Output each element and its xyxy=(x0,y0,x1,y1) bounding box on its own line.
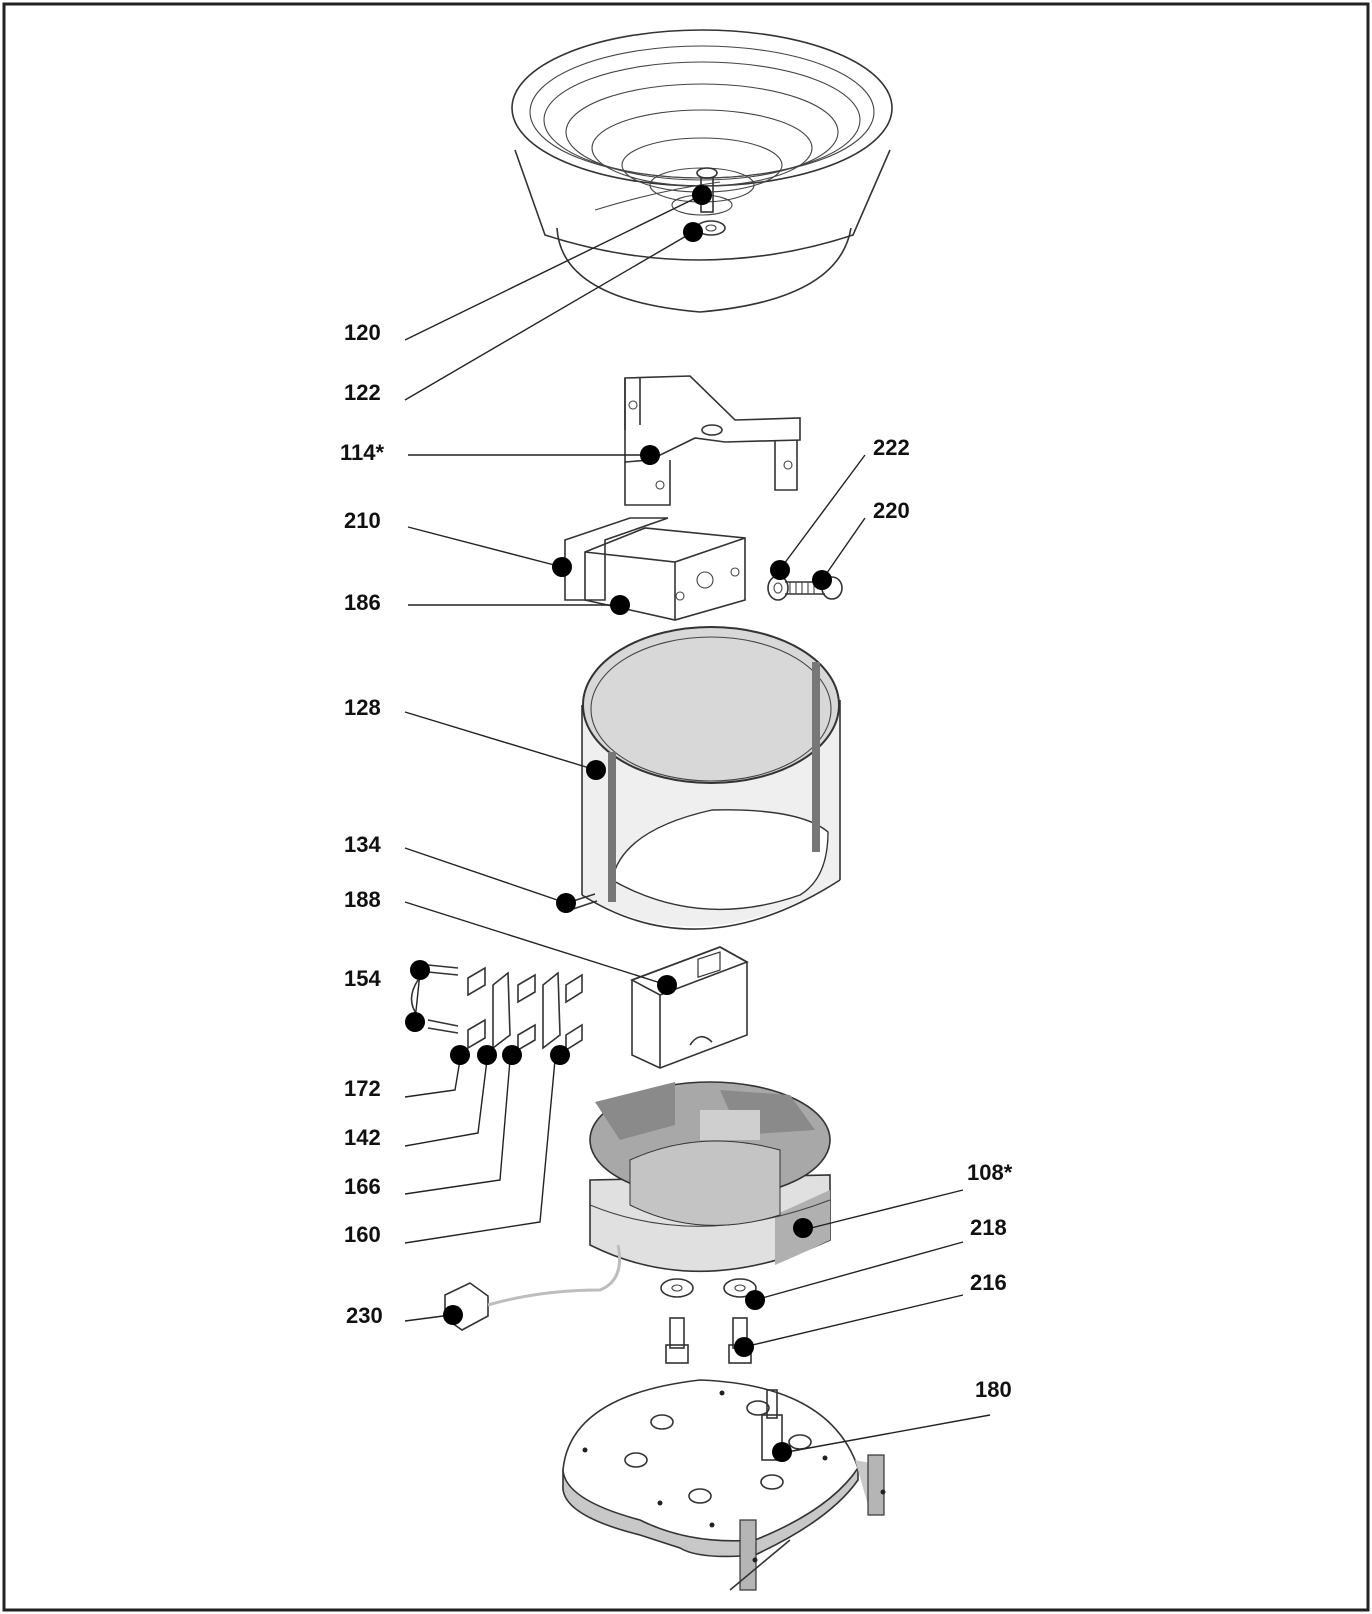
coil-block-part xyxy=(564,517,746,621)
part-label-188: 188 xyxy=(344,887,381,912)
part-label-128: 128 xyxy=(344,695,381,720)
callout-dot-210 xyxy=(552,557,572,577)
part-label-160: 160 xyxy=(344,1222,381,1247)
part-label-230: 230 xyxy=(346,1303,383,1328)
part-label-120: 120 xyxy=(344,320,381,345)
callout-dot-166 xyxy=(502,1045,522,1065)
part-label-114: 114* xyxy=(340,440,384,465)
callout-dot-218 xyxy=(745,1290,765,1310)
part-label-108: 108* xyxy=(967,1160,1013,1185)
spring-pack-part xyxy=(410,964,583,1052)
callout-dot-108 xyxy=(793,1218,813,1238)
part-label-142: 142 xyxy=(344,1125,381,1150)
part-label-216: 216 xyxy=(970,1270,1007,1295)
part-label-172: 172 xyxy=(344,1076,381,1101)
bowl-part xyxy=(511,29,893,313)
callout-dot-154b xyxy=(405,1012,425,1032)
part-label-180: 180 xyxy=(975,1377,1012,1402)
part-label-218: 218 xyxy=(970,1215,1007,1240)
callout-dot-120 xyxy=(692,185,712,205)
part-label-166: 166 xyxy=(344,1174,381,1199)
callout-dot-216 xyxy=(734,1337,754,1357)
spring-bracket-part xyxy=(624,375,801,506)
sensor-cable-part xyxy=(444,1244,621,1331)
callout-dot-172 xyxy=(450,1045,470,1065)
callout-dot-180 xyxy=(772,1442,792,1462)
callout-dots xyxy=(405,185,832,1462)
part-label-134: 134 xyxy=(344,832,381,857)
part-label-220: 220 xyxy=(873,498,910,523)
callout-dot-222 xyxy=(770,560,790,580)
control-box-part xyxy=(630,946,749,1069)
base-plate-part xyxy=(562,1379,886,1591)
part-labels: 120 122 114* 210 186 222 220 128 134 188… xyxy=(340,320,1013,1402)
part-label-122: 122 xyxy=(344,380,381,405)
callout-dot-220 xyxy=(812,570,832,590)
part-label-222: 222 xyxy=(873,435,910,460)
cylinder-housing-part xyxy=(581,626,841,930)
callout-dot-142 xyxy=(477,1045,497,1065)
callout-dot-186 xyxy=(610,595,630,615)
callout-dot-134 xyxy=(556,893,576,913)
callout-dot-122 xyxy=(683,222,703,242)
callout-dot-160 xyxy=(550,1045,570,1065)
callout-dot-188 xyxy=(657,975,677,995)
callout-dot-114 xyxy=(640,445,660,465)
base-magnet-part xyxy=(589,1081,831,1273)
callout-dot-230 xyxy=(443,1305,463,1325)
part-label-186: 186 xyxy=(344,590,381,615)
callout-dot-154a xyxy=(410,960,430,980)
part-label-154: 154 xyxy=(344,966,381,991)
part-label-210: 210 xyxy=(344,508,381,533)
leader-lines xyxy=(404,194,991,1453)
callout-dot-128 xyxy=(586,760,606,780)
